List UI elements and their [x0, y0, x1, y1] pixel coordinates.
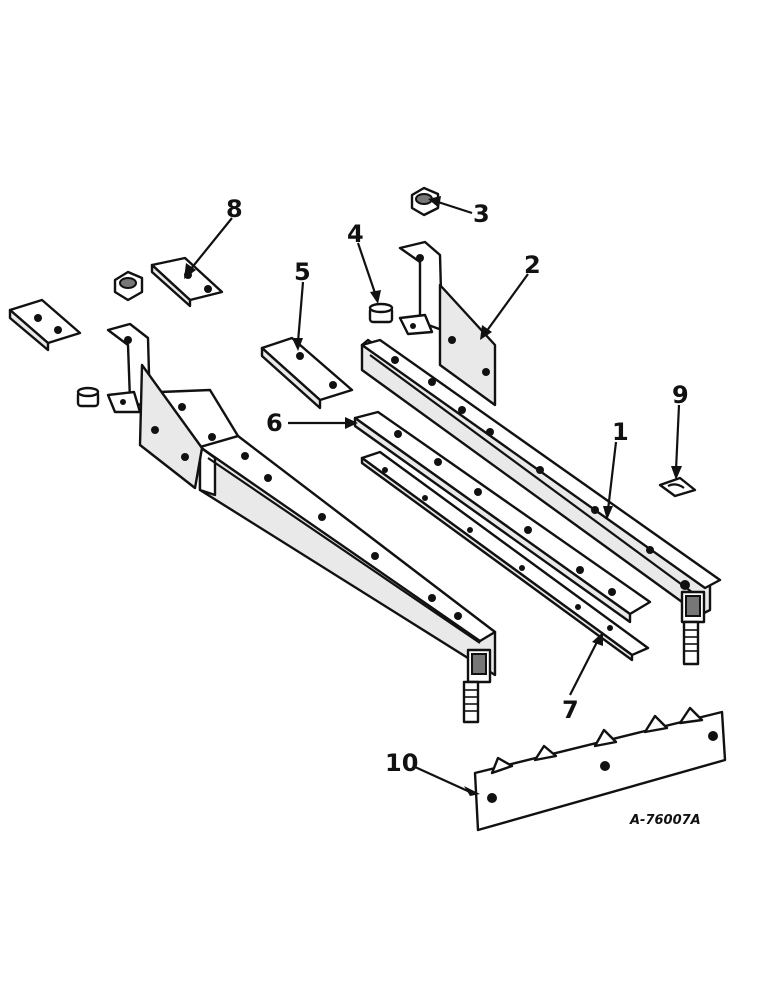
left-plate	[8, 298, 82, 352]
callout-5: 5	[294, 258, 311, 286]
callout-8: 8	[226, 195, 243, 223]
part-9-clip	[658, 476, 697, 498]
part-7-strip	[360, 450, 650, 662]
part-6-bar	[353, 410, 652, 624]
callout-10: 10	[385, 749, 418, 777]
callout-7: 7	[562, 696, 579, 724]
left-nut	[113, 270, 144, 302]
part-1-arm	[360, 338, 722, 666]
part-4-bushing	[368, 302, 394, 324]
callout-6: 6	[266, 409, 283, 437]
callout-9: 9	[672, 381, 689, 409]
left-bushing	[76, 386, 100, 408]
left-bracket	[106, 322, 204, 490]
callout-1: 1	[612, 418, 629, 446]
callout-4: 4	[347, 220, 364, 248]
callout-3: 3	[473, 200, 490, 228]
part-3-nut	[410, 186, 440, 217]
part-10-knife-bar	[473, 706, 727, 832]
part-5-plate	[260, 336, 354, 410]
drawing-number: A-76007A	[629, 813, 701, 828]
left-arm	[158, 388, 497, 724]
leader-lines	[184, 196, 682, 796]
part-2-bracket	[398, 240, 497, 407]
callout-2: 2	[524, 251, 541, 279]
